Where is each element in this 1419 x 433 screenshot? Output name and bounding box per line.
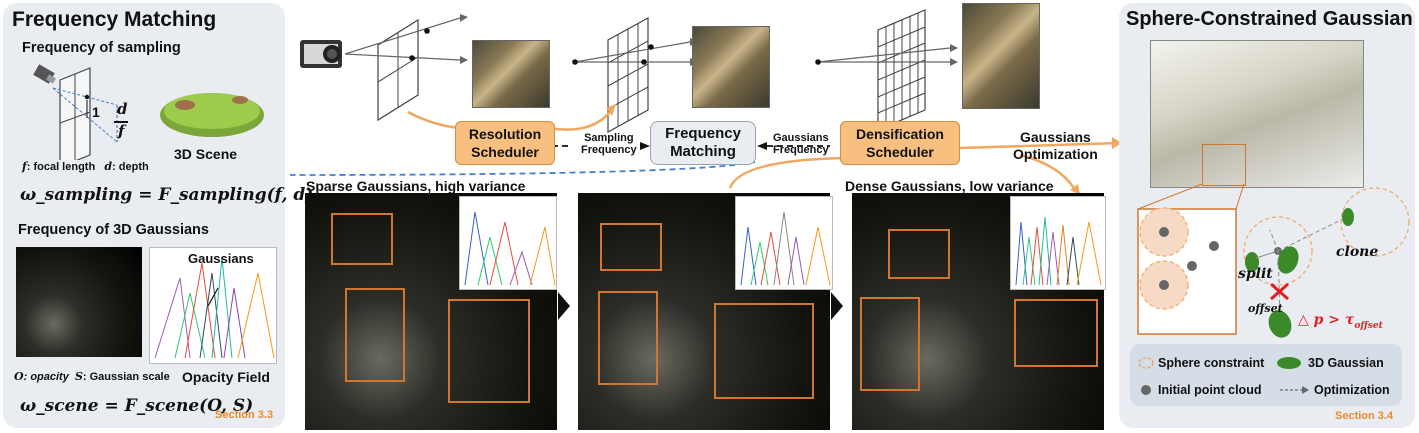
- clone-label: clone: [1336, 244, 1379, 260]
- legend-sphere-label: Sphere constraint: [1158, 356, 1265, 370]
- gaussians-frequency-heading: Frequency of 3D Gaussians: [18, 222, 209, 238]
- offset-threshold-equation: △ p > τoffset: [1298, 312, 1383, 331]
- sampling-frequency-heading: Frequency of sampling: [22, 40, 181, 56]
- dense-spectrum-plot: [1010, 196, 1106, 290]
- optimization-arrow-head: [1112, 137, 1122, 149]
- legend-init-label: Initial point cloud: [1158, 383, 1262, 397]
- opacity-scale-legend: O: opacity S: Gaussian scale: [14, 370, 170, 383]
- sparse-gaussians-label: Sparse Gaussians, high variance: [306, 178, 526, 194]
- gaussians-plot-label: Gaussians: [188, 251, 254, 266]
- gaussian-render-thumbnail: [16, 247, 142, 357]
- next-arrow-2: [831, 292, 843, 320]
- scene-blob-icon: [160, 93, 264, 137]
- scene-label: 3D Scene: [174, 146, 238, 162]
- small-camera-icon: [33, 64, 56, 84]
- legend-3dg-icon: [1277, 357, 1301, 369]
- legend-init-icon: [1141, 385, 1151, 395]
- scene-equation: ω_scene = F_scene(O, S): [20, 396, 254, 416]
- right-section-tag: Section 3.4: [1335, 410, 1394, 422]
- opacity-field-plot: [149, 247, 277, 364]
- pipeline-diagram: [290, 9, 1120, 195]
- render-photo-1: [472, 40, 550, 108]
- render-photo-3: [962, 3, 1040, 109]
- sampling-equation: ω_sampling = F_sampling(f, d): [20, 185, 314, 205]
- opacity-field-label: Opacity Field: [182, 369, 270, 385]
- fraction-bar: [114, 121, 128, 123]
- camera-icon: [300, 40, 342, 68]
- one-label: 1: [92, 104, 100, 120]
- point-cloud-image: [1150, 40, 1364, 188]
- next-arrow-1: [558, 292, 570, 320]
- legend-3dg-label: 3D Gaussian: [1308, 356, 1384, 370]
- dense-gaussians-label: Dense Gaussians, low variance: [845, 178, 1054, 194]
- right-panel-title: Sphere-Constrained Gaussian: [1126, 8, 1413, 30]
- mid-spectrum-plot: [735, 196, 833, 290]
- sphere-constraint-diagram: [1137, 184, 1410, 338]
- legend-opt-label: Optimization: [1314, 383, 1390, 397]
- legend-opt-arrow-icon: [1280, 386, 1309, 394]
- sparse-spectrum-plot: [459, 196, 557, 290]
- point-cloud-zoom-box: [1202, 144, 1246, 186]
- sampling-diagram: [33, 64, 118, 160]
- right-legend-box: [1130, 344, 1402, 406]
- fraction-f: f: [118, 122, 125, 140]
- focal-depth-legend: f: focal length d: depth: [22, 160, 149, 173]
- fraction-d: d: [117, 100, 128, 118]
- left-section-tag: Section 3.3: [215, 409, 274, 421]
- left-panel-title: Frequency Matching: [12, 8, 217, 31]
- legend-sphere-icon: [1138, 357, 1154, 369]
- offset-label: offset: [1248, 302, 1283, 315]
- render-photo-2: [692, 26, 770, 108]
- split-label: split: [1238, 266, 1273, 282]
